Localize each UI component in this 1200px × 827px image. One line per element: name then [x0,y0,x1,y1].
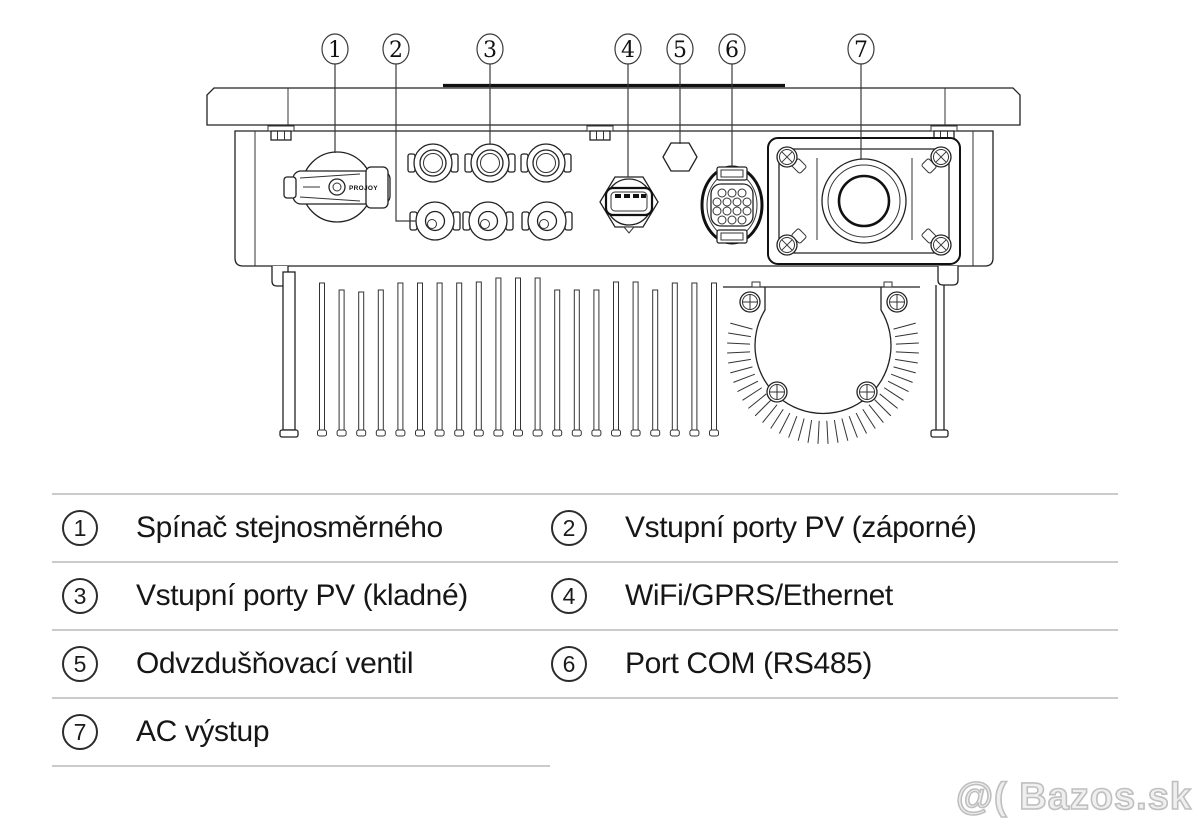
pv-ports-negative [409,201,573,241]
legend-label: Spínač stejnosměrného [136,511,443,544]
legend-table: 1 Spínač stejnosměrného 2 Vstupní porty … [52,493,1118,767]
ac-output [767,137,961,265]
heatsink-fins [279,271,719,438]
com-port [700,165,764,245]
legend-num-badge: 5 [62,646,98,682]
legend-num-badge: 6 [551,646,587,682]
svg-text:1: 1 [328,38,342,63]
vent-valve [662,142,698,172]
callout-4: 4 [614,33,642,65]
svg-text:4: 4 [621,38,635,63]
callout-6: 6 [718,33,746,65]
fan-opening [754,287,892,415]
callout-5: 5 [666,33,694,65]
legend-bottom-divider [52,765,550,767]
svg-text:7: 7 [854,38,868,63]
pv-ports-positive [407,143,572,183]
right-step [937,266,959,286]
mounting-nuts [267,125,958,141]
switch-brand-label: PROJOY [349,185,378,192]
legend-row: 7 AC výstup [52,697,1118,765]
svg-text:6: 6 [725,38,739,63]
callout-3: 3 [476,33,504,65]
legend-num-badge: 4 [551,578,587,614]
legend-label: Port COM (RS485) [625,647,872,680]
callout-1: 1 [321,33,349,65]
callout-balloons: 1 2 3 4 5 6 7 [321,33,875,65]
legend-label: Odvzdušňovací ventil [136,647,414,680]
screw-icon [776,234,798,256]
dc-switch: PROJOY [283,151,391,223]
legend-num-badge: 2 [551,510,587,546]
heatsink-end-plate [930,285,949,438]
case-top-plate [206,83,1021,126]
legend-row: 1 Spínač stejnosměrného 2 Vstupní porty … [52,493,1118,561]
legend-num-badge: 1 [62,510,98,546]
svg-text:3: 3 [483,38,497,63]
callout-leaders [334,64,862,222]
legend-num-badge: 7 [62,714,98,750]
screw-icon [766,381,788,403]
legend-label: Vstupní porty PV (záporné) [625,511,977,544]
svg-text:2: 2 [389,38,403,63]
screw-icon [886,291,908,313]
legend-label: WiFi/GPRS/Ethernet [625,579,893,612]
inverter-bottom-view-diagram: PROJOY [206,33,1021,444]
watermark: @( Bazos.sk [955,775,1192,819]
legend-num-badge: 3 [62,578,98,614]
screw-icon [930,234,952,256]
screw-icon [776,146,798,168]
legend-row: 3 Vstupní porty PV (kladné) 4 WiFi/GPRS/… [52,561,1118,629]
svg-text:5: 5 [673,38,687,63]
screw-icon [856,381,878,403]
legend-label: Vstupní porty PV (kladné) [136,579,468,612]
legend-row: 5 Odvzdušňovací ventil 6 Port COM (RS485… [52,629,1118,697]
callout-7: 7 [847,33,875,65]
screw-icon [739,291,761,313]
wifi-gprs-ethernet-port [599,176,659,234]
fan-heatsink [723,281,920,444]
legend-label: AC výstup [136,715,270,748]
callout-2: 2 [382,33,410,65]
screw-icon [930,146,952,168]
